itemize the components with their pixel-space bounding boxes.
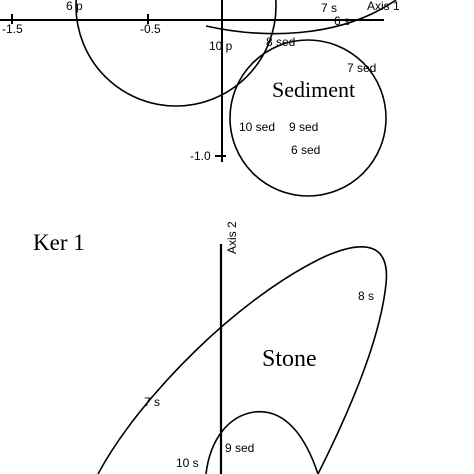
point-label: 6 s <box>334 14 350 28</box>
group-ellipse-sediment-lower <box>205 410 319 474</box>
point-label: 8 s <box>358 289 374 303</box>
group-ellipse-s <box>205 0 397 35</box>
point-label: 9 sed <box>225 441 254 455</box>
point-label: 7 s <box>144 395 160 409</box>
top-ordination-plot: -1.5 -0.5 -1.0 Axis 1 Sediment 6 p 7 s 6… <box>0 0 400 197</box>
group-label-sediment: Sediment <box>272 77 355 102</box>
tick-label: -0.5 <box>140 22 161 36</box>
point-label: 8 sed <box>266 35 295 49</box>
tick-label: -1.5 <box>2 22 23 36</box>
group-label-stone: Stone <box>262 346 317 372</box>
point-label: 6 p <box>66 0 83 13</box>
axis2-label: Axis 2 <box>225 221 239 254</box>
point-label: 6 sed <box>291 143 320 157</box>
point-label: 10 p <box>209 39 233 53</box>
point-label: 10 s <box>176 456 199 470</box>
bottom-ordination-plot: Ker 1 Axis 2 Stone 8 s 7 s 9 sed 10 s <box>33 221 388 474</box>
group-ellipse-p <box>75 0 277 107</box>
group-ellipse-sediment <box>229 39 387 197</box>
group-ellipse-stone <box>97 246 388 474</box>
panel-title: Ker 1 <box>33 230 85 255</box>
axis1-label: Axis 1 <box>367 0 400 13</box>
point-label: 7 sed <box>347 61 376 75</box>
tick-label: -1.0 <box>190 149 211 163</box>
point-label: 10 sed <box>239 120 275 134</box>
point-label: 7 s <box>321 1 337 15</box>
point-label: 9 sed <box>289 120 318 134</box>
